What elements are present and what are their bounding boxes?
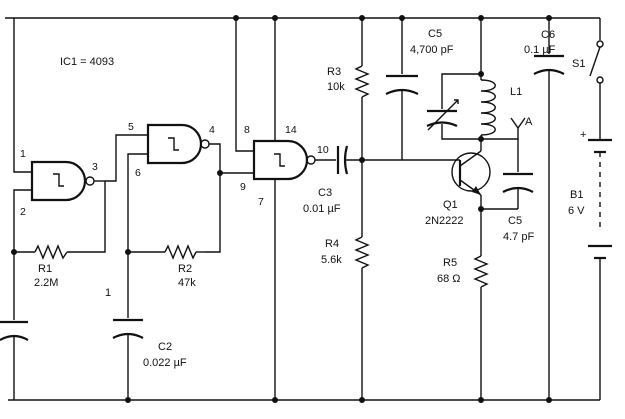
b1-plus: + — [580, 129, 586, 141]
resistor-r4 — [354, 160, 370, 400]
capacitor-c1 — [0, 252, 29, 400]
r5-ref: R5 — [443, 257, 457, 269]
r3-ref: R3 — [327, 66, 341, 78]
q1-value: 2N2222 — [425, 215, 464, 227]
resistor-r3 — [354, 18, 370, 160]
gate2-pin-b: 6 — [135, 167, 141, 179]
gate3-pin-vdd: 14 — [285, 124, 297, 136]
switch-s1 — [589, 18, 604, 140]
nand-gate-2 — [90, 123, 221, 253]
c2-note: 1 — [105, 287, 111, 299]
r2-ref: R2 — [178, 263, 192, 275]
c5-top-value: 4,700 pF — [410, 44, 454, 56]
gate3-pin-a: 8 — [244, 124, 250, 136]
gate3-pin-out: 10 — [317, 144, 329, 156]
s1-ref: S1 — [572, 58, 585, 70]
inductor-l1 — [480, 74, 496, 139]
gate1-pin-b: 2 — [20, 206, 26, 218]
r3-value: 10k — [327, 81, 345, 93]
q1-ref: Q1 — [443, 199, 458, 211]
r4-value: 5.6k — [321, 254, 342, 266]
nand-gate-1 — [13, 18, 105, 252]
c3-ref: C3 — [318, 187, 332, 199]
gate2-pin-a: 5 — [128, 121, 134, 133]
gate2-pin-out: 4 — [209, 124, 215, 136]
r2-value: 47k — [178, 277, 196, 289]
gate3-pin-gnd: 7 — [258, 196, 264, 208]
resistor-r5 — [473, 255, 489, 400]
capacitor-c5-bottom — [502, 172, 534, 209]
b1-ref: B1 — [570, 189, 583, 201]
gate1-pin-a: 1 — [20, 148, 26, 160]
c5-bottom-ref: C5 — [508, 215, 522, 227]
ic-note: IC1 = 4093 — [60, 56, 114, 68]
capacitor-c5-top — [362, 18, 460, 161]
resistor-r1 — [14, 244, 90, 260]
c5-bottom-value: 4.7 pF — [503, 231, 534, 243]
capacitor-c6 — [533, 18, 565, 400]
r5-value: 68 Ω — [437, 273, 461, 285]
resistor-r2 — [128, 244, 205, 260]
r1-ref: R1 — [38, 263, 52, 275]
c3-value: 0.01 µF — [303, 203, 341, 215]
antenna-icon — [481, 117, 526, 172]
junction-dots — [11, 15, 552, 403]
l1-ref: L1 — [510, 86, 522, 98]
r1-value: 2.2M — [34, 277, 58, 289]
r4-ref: R4 — [325, 238, 339, 250]
nand-gate-3 — [220, 18, 336, 400]
b1-value: 6 V — [568, 205, 585, 217]
transistor-q1 — [451, 139, 518, 256]
gate3-pin-b: 9 — [240, 181, 246, 193]
c6-value: 0.1 µF — [524, 44, 556, 56]
capacitor-c2 — [112, 252, 144, 400]
c5-top-ref: C5 — [428, 28, 442, 40]
capacitor-c3 — [336, 145, 362, 175]
c6-ref: C6 — [541, 29, 555, 41]
battery-b1 — [588, 138, 612, 400]
c2-value: 0.022 µF — [143, 357, 187, 369]
tank-circuit — [426, 18, 482, 140]
antenna-ref: A — [525, 116, 533, 128]
gate1-pin-out: 3 — [92, 161, 98, 173]
c2-ref: C2 — [158, 341, 172, 353]
